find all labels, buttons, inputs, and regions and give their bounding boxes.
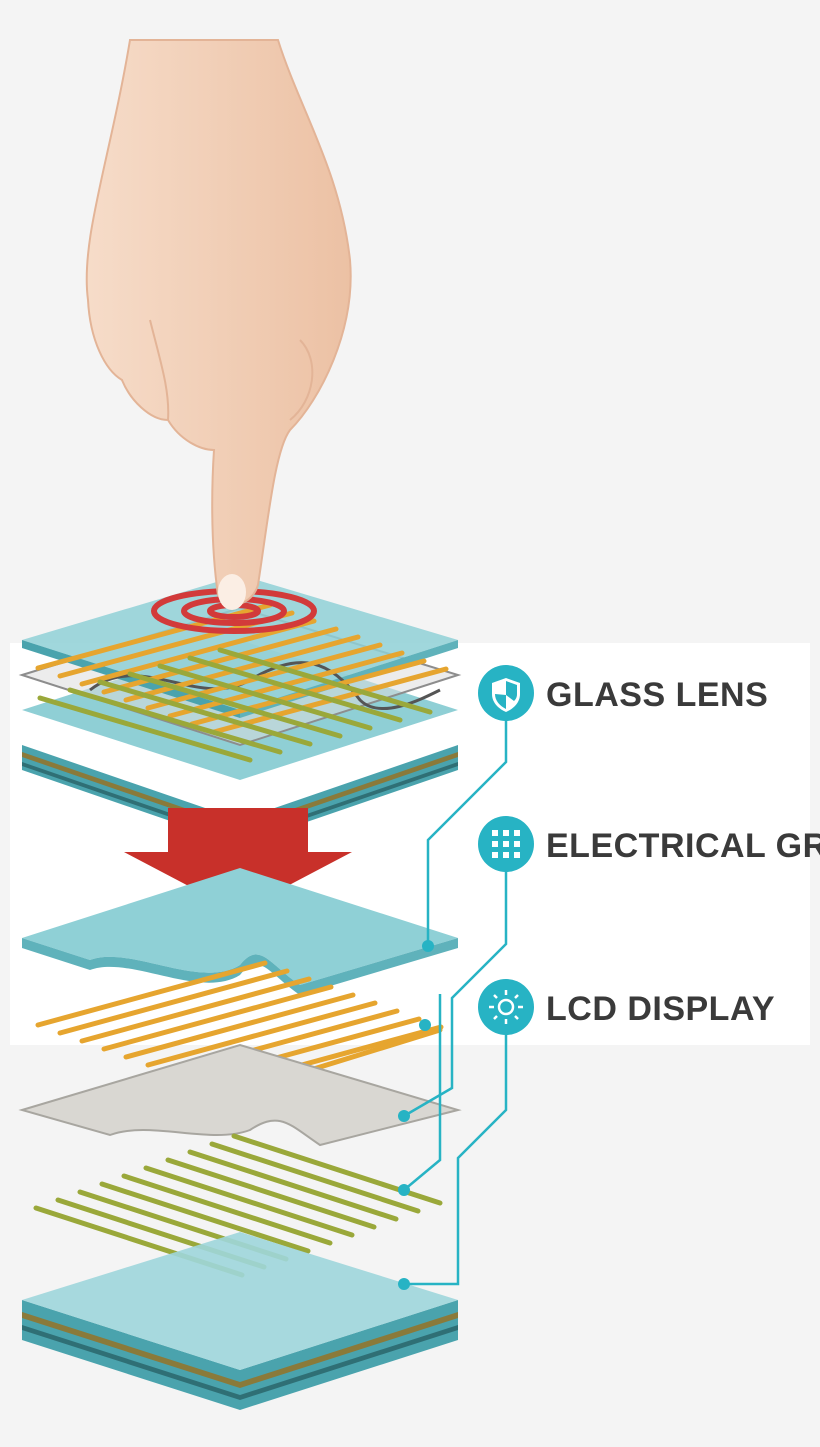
- connector-lines: [403, 718, 508, 1286]
- sun-icon: [489, 990, 523, 1024]
- layer-lcd-display: [22, 1232, 458, 1410]
- connector-dots: [398, 940, 434, 1290]
- layer-grey-sheet: [18, 1043, 462, 1147]
- label-glass-lens: GLASS LENS: [478, 665, 768, 721]
- assembled-stack: [18, 575, 462, 845]
- lcd-display-label: LCD DISPLAY: [546, 990, 775, 1028]
- down-arrow: [124, 808, 352, 912]
- glass-lens-label: GLASS LENS: [546, 676, 768, 714]
- electrical-grid-label: ELECTRICAL GRID: [546, 827, 820, 865]
- shield-icon: [492, 678, 520, 712]
- label-electrical-grid: ELECTRICAL GRID: [478, 816, 820, 872]
- label-lcd-display: LCD DISPLAY: [478, 979, 775, 1035]
- sun-icon-badge: [478, 979, 534, 1035]
- layer-glass-lens: [22, 868, 458, 995]
- hand-illustration: [85, 39, 352, 610]
- grid-icon: [492, 830, 520, 858]
